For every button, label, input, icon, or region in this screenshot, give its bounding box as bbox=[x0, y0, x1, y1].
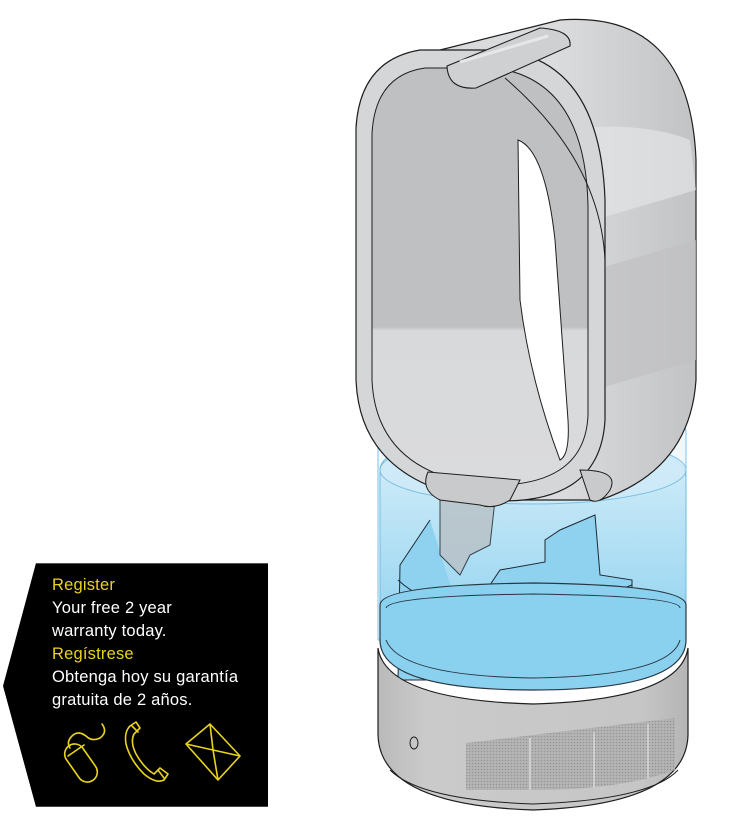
register-heading-en: Register bbox=[52, 576, 116, 594]
mouse-icon[interactable] bbox=[62, 720, 112, 792]
contact-icons bbox=[56, 720, 256, 795]
register-body-en-line-1: Your free 2 year bbox=[52, 599, 172, 617]
register-body-es-line-2: gratuita de 2 años. bbox=[52, 691, 193, 709]
envelope-icon[interactable] bbox=[182, 720, 244, 784]
register-panel-text: Register Your free 2 year warranty today… bbox=[52, 574, 268, 712]
register-heading-es: Regístrese bbox=[52, 645, 134, 663]
register-body-en-line-2: warranty today. bbox=[52, 622, 167, 640]
phone-icon[interactable] bbox=[120, 720, 174, 790]
register-body-es-line-1: Obtenga hoy su garantía bbox=[52, 668, 239, 686]
